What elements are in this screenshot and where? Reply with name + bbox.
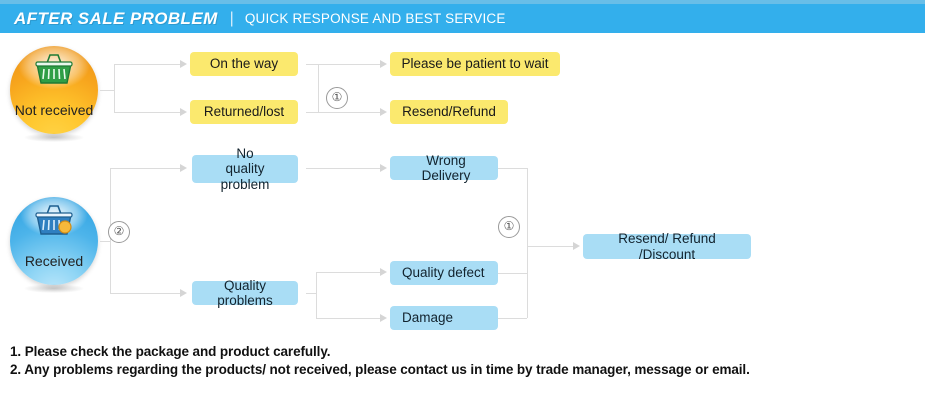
connector-qp-split <box>316 272 317 318</box>
node-please-be-patient-label: Please be patient to wait <box>401 56 549 72</box>
connector-merge-to-outcome <box>527 246 575 247</box>
page-title: AFTER SALE PROBLEM <box>14 8 218 28</box>
marker-step-1-not-received: ① <box>326 87 348 109</box>
connector-qp-to-defect <box>316 272 382 273</box>
node-no-quality-problem-line2: quality problem <box>220 161 270 192</box>
connector-ontheway-to-wait <box>306 64 382 65</box>
connector-returned-to-resend <box>306 112 382 113</box>
connector-rcv-to-noquality <box>110 168 182 169</box>
node-returned-lost-label: Returned/lost <box>203 104 285 120</box>
header-bar: AFTER SALE PROBLEM | QUICK RESPONSE AND … <box>0 4 925 33</box>
footer-line-1: 1. Please check the package and product … <box>10 344 331 359</box>
footer-line-2: 2. Any problems regarding the products/ … <box>10 362 750 377</box>
node-no-quality-problem-line1: No <box>236 146 254 162</box>
connector-noquality-to-wrongdelivery <box>306 168 382 169</box>
node-quality-problems: Quality problems <box>192 277 298 308</box>
node-resend-refund-discount-label: Resend/ Refund /Discount <box>618 231 716 262</box>
badge-not-received-shadow <box>24 133 84 142</box>
node-wrong-delivery-label: Wrong Delivery <box>421 152 471 183</box>
connector-qp-to-damage <box>316 318 382 319</box>
marker-step-1-received: ① <box>498 216 520 238</box>
node-damage-label: Damage <box>402 310 454 326</box>
badge-received-shadow <box>24 284 84 293</box>
connector-nr-to-ontheway <box>114 64 182 65</box>
connector-rcv-to-qualityproblems <box>110 293 182 294</box>
node-returned-lost: Returned/lost <box>190 100 298 124</box>
node-no-quality-problem: No quality problem <box>192 146 298 192</box>
connector-nr-stem <box>100 90 114 91</box>
connector-defect-merge <box>498 273 527 274</box>
arrow-ontheway-to-wait <box>380 60 387 68</box>
arrow-qp-to-defect <box>380 268 387 276</box>
shopping-basket-icon <box>35 54 73 84</box>
badge-not-received: Not received <box>10 46 98 134</box>
arrow-rcv-to-qualityproblems <box>180 289 187 297</box>
node-wrong-delivery: Wrong Delivery <box>390 152 498 183</box>
node-damage: Damage <box>390 306 498 330</box>
connector-damage-merge <box>498 318 527 319</box>
connector-issues-merge-spine <box>527 168 528 318</box>
node-on-the-way-label: On the way <box>209 56 279 72</box>
shopping-basket-icon <box>35 205 73 235</box>
badge-received-label: Received <box>24 252 84 269</box>
arrow-qp-to-damage <box>380 314 387 322</box>
arrow-merge-to-outcome <box>573 242 580 250</box>
node-resend-refund-label: Resend/Refund <box>402 104 496 120</box>
badge-received: Received <box>10 197 98 285</box>
arrow-rcv-to-noquality <box>180 164 187 172</box>
connector-nr-to-returned <box>114 112 182 113</box>
node-quality-defect-label: Quality defect <box>402 265 485 281</box>
arrow-nr-to-ontheway <box>180 60 187 68</box>
arrow-returned-to-resend <box>380 108 387 116</box>
header-subtitle: QUICK RESPONSE AND BEST SERVICE <box>244 11 506 26</box>
node-please-be-patient: Please be patient to wait <box>390 52 560 76</box>
connector-qp-stem <box>306 293 316 294</box>
node-resend-refund-discount: Resend/ Refund /Discount <box>583 231 751 262</box>
node-on-the-way: On the way <box>190 52 298 76</box>
marker-step-2-received: ② <box>108 221 130 243</box>
arrow-noquality-to-wrongdelivery <box>380 164 387 172</box>
connector-rcv-stem <box>100 241 110 242</box>
connector-nr-split <box>114 64 115 112</box>
arrow-nr-to-returned <box>180 108 187 116</box>
header-divider: | <box>229 9 234 27</box>
badge-not-received-label: Not received <box>14 101 94 118</box>
node-resend-refund: Resend/Refund <box>390 100 508 124</box>
connector-wrongdelivery-merge <box>498 168 527 169</box>
node-quality-problems-label: Quality problems <box>217 277 273 308</box>
node-quality-defect: Quality defect <box>390 261 498 285</box>
header-top-strip <box>0 0 925 4</box>
connector-nr-spine <box>318 64 319 112</box>
